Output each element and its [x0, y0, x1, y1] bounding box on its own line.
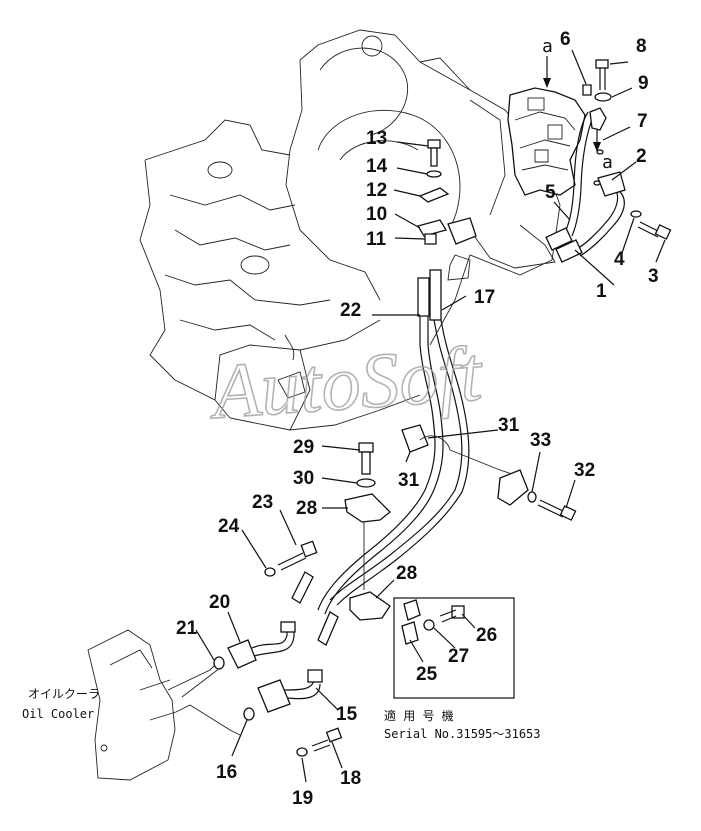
callout-6: 6 [560, 29, 571, 50]
callout-28b: 28 [396, 563, 417, 584]
elbow-20 [227, 621, 296, 669]
bolt-32 [537, 499, 577, 521]
callout-17: 17 [474, 287, 495, 308]
callout-11: 11 [366, 229, 387, 250]
callout-32: 32 [574, 460, 595, 481]
bolt-13 [427, 139, 441, 167]
callout-29: 29 [293, 437, 314, 458]
view-arrow-side [593, 130, 601, 152]
washer-33 [527, 491, 537, 503]
serial-note-title: 適 用 号 機 [384, 708, 454, 723]
serial-note-range: Serial No.31595～31653 [384, 727, 541, 741]
callout-26: 26 [476, 625, 497, 646]
bolt-18 [311, 727, 343, 752]
clamp-11 [424, 233, 437, 245]
callout-5: 5 [545, 182, 556, 203]
bracket-25 [401, 599, 421, 645]
callout-8: 8 [636, 36, 647, 57]
leader-lines [181, 49, 666, 783]
watermark-text: AutoSoft [205, 329, 486, 435]
washer-19 [296, 747, 308, 757]
o-ring-2 [593, 180, 601, 186]
callout-1: 1 [596, 281, 607, 302]
pipe-assembly-1-5 [469, 111, 626, 269]
clamp-bracket [447, 217, 477, 245]
oil-cooler-label-jp: オイルクーラ [28, 687, 100, 701]
callout-25: 25 [416, 664, 438, 685]
callout-9: 9 [638, 73, 649, 94]
view-arrow-top [543, 56, 551, 88]
oil-cooler [87, 629, 241, 781]
hose-17 [329, 269, 470, 606]
callout-7: 7 [637, 111, 648, 132]
callout-3: 3 [648, 266, 659, 287]
callout-20: 20 [209, 592, 230, 613]
view-mark-top: a [542, 36, 553, 57]
washer-9 [594, 92, 612, 102]
callout-21: 21 [176, 618, 198, 639]
callout-2: 2 [636, 146, 647, 167]
callout-31a: 31 [498, 415, 520, 436]
callout-22: 22 [340, 300, 361, 321]
clamp-28-upper [344, 493, 391, 523]
callout-27: 27 [448, 646, 469, 667]
clamp-31 [401, 424, 516, 476]
control-valve-body [507, 87, 586, 196]
callout-15: 15 [336, 704, 358, 725]
callout-24: 24 [218, 516, 240, 537]
o-ring-21 [213, 656, 225, 670]
bracket-tab [447, 254, 471, 281]
callout-31b: 31 [398, 470, 420, 491]
elbow-15 [257, 669, 323, 713]
bolt-23 [277, 540, 318, 571]
bolt-26 [439, 605, 465, 623]
callout-23: 23 [252, 492, 273, 513]
plug-6 [582, 84, 592, 96]
bracket-31 [497, 469, 529, 506]
callout-4: 4 [614, 249, 625, 270]
callout-13: 13 [366, 128, 387, 149]
o-ring-16 [243, 707, 255, 721]
callout-12: 12 [366, 180, 387, 201]
washer-4 [630, 210, 642, 218]
hose-fittings [291, 571, 339, 646]
clamp-28-lower [349, 591, 391, 621]
washer-27 [423, 619, 435, 631]
engine-block [139, 119, 421, 431]
clip-12 [418, 187, 450, 203]
callout-33: 33 [530, 430, 551, 451]
callout-10: 10 [366, 204, 387, 225]
callout-28a: 28 [296, 498, 317, 519]
washer-14 [426, 170, 442, 178]
hose-22 [317, 277, 444, 615]
bolt-8 [595, 59, 609, 90]
callout-19: 19 [292, 788, 313, 809]
callout-30: 30 [293, 468, 314, 489]
oil-cooler-label-en: Oil Cooler [22, 707, 94, 721]
washer-24 [264, 567, 276, 577]
bolt-3 [637, 221, 672, 240]
callout-18: 18 [340, 768, 361, 789]
view-mark-side: a [602, 152, 613, 173]
washer-30 [356, 478, 376, 488]
clamp-10 [417, 219, 447, 237]
callout-16: 16 [216, 762, 237, 783]
callout-numbers: 1 2 3 4 5 6 7 8 9 10 11 12 13 14 15 16 1… [176, 29, 659, 809]
bolt-29 [358, 442, 374, 475]
callout-14: 14 [366, 156, 388, 177]
serial-detail-box [393, 597, 515, 699]
block-7 [589, 107, 607, 131]
